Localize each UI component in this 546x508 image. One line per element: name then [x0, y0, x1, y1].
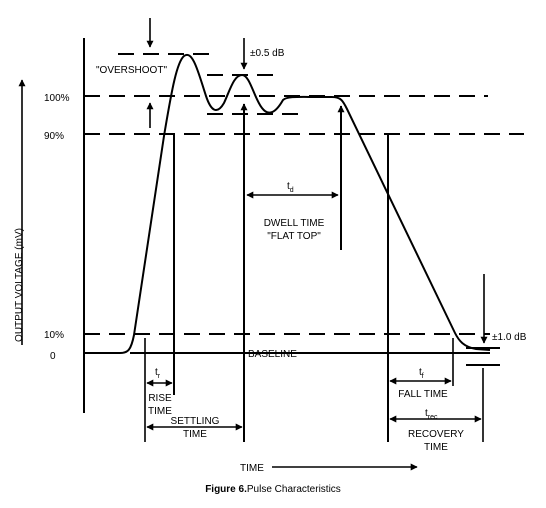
ripple-tolerance-label: ±0.5 dB — [250, 48, 285, 59]
recovery-time-label-line2: TIME — [424, 442, 448, 453]
fall-time-symbol: tf — [419, 367, 424, 380]
figure-caption: Figure 6.Pulse Characteristics — [0, 484, 546, 495]
fall-time-label: FALL TIME — [398, 389, 448, 400]
dwell-time-symbol: td — [287, 181, 294, 194]
recovery-time-symbol: trec — [425, 408, 438, 421]
figure-number: Figure 6. — [205, 484, 247, 495]
rise-time-label-line2: TIME — [148, 406, 172, 417]
rise-time-symbol: tr — [155, 367, 161, 380]
dwell-time-label-line2: "FLAT TOP" — [267, 231, 321, 242]
settling-time-label-line1: SETTLING — [171, 416, 220, 427]
settling-time-label-line2: TIME — [183, 429, 207, 440]
level-10-label: 10% — [44, 330, 64, 341]
baseline-label: BASELINE — [248, 349, 297, 360]
x-axis-label: TIME — [240, 463, 264, 474]
figure-title: Pulse Characteristics — [246, 484, 341, 495]
level-0-label: 0 — [50, 351, 56, 362]
overshoot-label: "OVERSHOOT" — [96, 65, 167, 76]
recovery-time-label-line1: RECOVERY — [408, 429, 464, 440]
y-axis-label: OUTPUT VOLTAGE (mV) — [14, 228, 25, 342]
level-90-label: 90% — [44, 131, 64, 142]
pulse-waveform — [84, 53, 491, 354]
recovery-tolerance-label: ±1.0 dB — [492, 332, 527, 343]
dwell-time-label-line1: DWELL TIME — [264, 218, 325, 229]
level-100-label: 100% — [44, 93, 70, 104]
rise-time-label-line1: RISE — [148, 393, 172, 404]
